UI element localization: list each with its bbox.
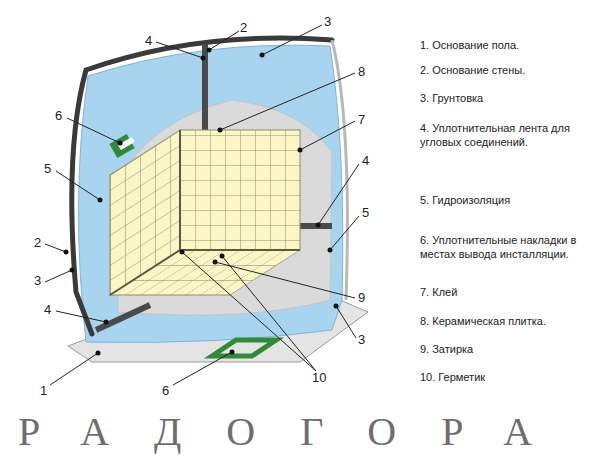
callout-number: 1 <box>40 383 47 398</box>
leader-dot <box>298 148 303 153</box>
leader-line <box>156 42 203 58</box>
callout-number: 6 <box>55 108 62 123</box>
leader-dot <box>334 304 339 309</box>
callout-number: 4 <box>44 302 51 317</box>
callout-number: 3 <box>358 332 365 347</box>
leader-line <box>222 256 316 371</box>
leader-line <box>220 73 355 130</box>
leader-dots <box>64 48 339 356</box>
leader-line <box>45 270 72 282</box>
leader-dot <box>96 351 101 356</box>
callout-number: 8 <box>358 64 365 79</box>
callout-number: 3 <box>324 14 331 29</box>
key-item: 7. Клей <box>420 285 585 299</box>
leader-dot <box>180 250 185 255</box>
leader-line <box>262 25 322 55</box>
sealing-tape <box>300 223 332 229</box>
sealing-patch <box>212 340 276 356</box>
leader-line <box>67 118 120 143</box>
key-item: 1. Основание пола. <box>420 38 585 52</box>
sealing-tape <box>96 305 150 330</box>
sealing-patch <box>109 133 137 158</box>
patch-frame <box>212 340 276 356</box>
key-item: 10. Герметик <box>420 370 585 384</box>
leader-dot <box>230 350 235 355</box>
leader-dot <box>316 223 321 228</box>
callout-number: 5 <box>362 205 369 220</box>
leader-dot <box>104 320 109 325</box>
leader-line <box>56 171 100 200</box>
key-item: 2. Основание стены. <box>420 63 585 77</box>
callout-number: 10 <box>312 370 326 385</box>
leader-line <box>215 262 355 298</box>
callout-number: 4 <box>362 153 369 168</box>
sealant-joint <box>179 130 181 250</box>
leader-line <box>318 164 359 225</box>
waterproofing-layer <box>78 45 342 342</box>
leader-dot <box>98 198 103 203</box>
leader-line <box>56 311 106 322</box>
callout-number: 2 <box>240 20 247 35</box>
callout-number: 3 <box>34 273 41 288</box>
leader-line <box>330 216 359 250</box>
callout-number: 4 <box>145 33 152 48</box>
tile-wall-back <box>180 130 300 250</box>
leader-dot <box>220 254 225 259</box>
leader-lines <box>45 25 359 385</box>
key-item: 9. Затирка <box>420 342 585 356</box>
primer-outline <box>72 38 332 334</box>
key-item: 5. Гидроизоляция <box>420 193 585 207</box>
patch-fill <box>109 134 134 158</box>
leader-dot <box>328 248 333 253</box>
leader-dot <box>70 268 75 273</box>
key-item: 6. Уплотнительные накладки в местах выво… <box>420 233 585 261</box>
key-item: 8. Керамическая плитка. <box>420 314 585 328</box>
leader-line <box>209 31 239 50</box>
sealant-joint <box>180 249 300 251</box>
leader-line <box>336 306 356 338</box>
leader-line <box>50 353 98 385</box>
sealant-joint <box>110 250 180 295</box>
leader-line <box>182 252 316 371</box>
leader-dot <box>260 53 265 58</box>
callout-number: 5 <box>44 161 51 176</box>
leader-dot <box>64 250 69 255</box>
pipe-outlet <box>118 137 135 150</box>
leader-line <box>45 244 66 252</box>
callout-number: 7 <box>358 112 365 127</box>
leader-line <box>300 121 355 150</box>
leader-dot <box>218 128 223 133</box>
key-item: 3. Грунтовка <box>420 91 585 105</box>
leader-dot <box>207 48 212 53</box>
callout-number: 9 <box>358 290 365 305</box>
callout-number: 6 <box>162 383 169 398</box>
callout-number: 2 <box>34 235 41 250</box>
leader-dot <box>213 260 218 265</box>
leader-line <box>173 352 232 385</box>
leader-dot <box>201 56 206 61</box>
watermark: РАДОГОРА <box>18 410 577 454</box>
key-item: 4. Уплотнительная лента для угловых соед… <box>420 121 575 149</box>
leader-dot <box>118 141 123 146</box>
